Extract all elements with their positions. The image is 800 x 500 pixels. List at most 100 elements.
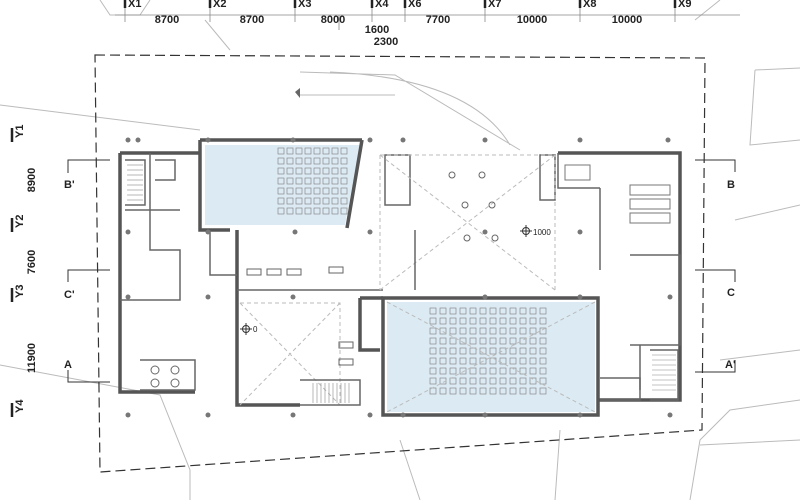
seat: [489, 327, 497, 335]
seat: [449, 327, 457, 335]
seat: [459, 377, 467, 385]
seat: [439, 387, 447, 395]
column: [205, 137, 211, 143]
span-dimension-x: 8700: [155, 14, 179, 26]
seat: [509, 337, 517, 345]
grid-label-y: Y3: [14, 285, 26, 298]
seat: [439, 327, 447, 335]
section-label-c: C: [727, 287, 735, 299]
seat: [313, 207, 321, 215]
seat: [539, 327, 547, 335]
column: [367, 137, 373, 143]
section-label-a: A: [64, 359, 72, 371]
seat: [489, 387, 497, 395]
seat: [295, 147, 303, 155]
table: [286, 268, 302, 276]
column: [135, 137, 141, 143]
column: [125, 412, 131, 418]
seat: [459, 317, 467, 325]
seat: [489, 367, 497, 375]
seat: [469, 337, 477, 345]
seat: [469, 327, 477, 335]
seat: [331, 167, 339, 175]
seat: [331, 197, 339, 205]
seat: [459, 307, 467, 315]
grid-label-x: X3: [298, 0, 311, 10]
desk: [629, 184, 671, 196]
seat: [449, 387, 457, 395]
seat: [529, 307, 537, 315]
seat: [499, 357, 507, 365]
auditorium-seating: [277, 147, 547, 395]
table: [328, 266, 344, 274]
seat: [499, 367, 507, 375]
seat: [449, 337, 457, 345]
column: [665, 137, 671, 143]
seat: [295, 157, 303, 165]
seat: [313, 167, 321, 175]
seat: [322, 147, 330, 155]
column: [367, 412, 373, 418]
seat: [286, 187, 294, 195]
seat: [429, 347, 437, 355]
seat: [340, 147, 348, 155]
seat: [459, 367, 467, 375]
seat: [469, 307, 477, 315]
seat: [529, 317, 537, 325]
seat: [489, 307, 497, 315]
grid-label-x: X2: [213, 0, 226, 10]
seat: [429, 307, 437, 315]
seat: [449, 377, 457, 385]
seat: [439, 347, 447, 355]
seat: [429, 327, 437, 335]
seat: [304, 177, 312, 185]
grid-label-y: Y2: [14, 215, 26, 228]
seat: [539, 317, 547, 325]
seat: [277, 157, 285, 165]
table: [170, 378, 180, 388]
level-marker-upper: 1000: [520, 225, 551, 237]
seat: [331, 147, 339, 155]
column: [290, 294, 296, 300]
table: [246, 268, 262, 276]
seat: [286, 177, 294, 185]
seat: [499, 317, 507, 325]
seat: [286, 197, 294, 205]
seat: [439, 367, 447, 375]
seat: [539, 357, 547, 365]
seat: [509, 307, 517, 315]
seat: [429, 367, 437, 375]
column: [667, 294, 673, 300]
table: [478, 171, 486, 179]
seat: [313, 197, 321, 205]
seat: [277, 167, 285, 175]
seat: [519, 317, 527, 325]
table: [150, 365, 160, 375]
seat: [449, 347, 457, 355]
seat: [429, 317, 437, 325]
column: [482, 412, 488, 418]
seat: [509, 377, 517, 385]
seat: [499, 337, 507, 345]
seat: [340, 187, 348, 195]
seat: [509, 317, 517, 325]
seat: [286, 167, 294, 175]
column: [577, 229, 583, 235]
seat: [304, 147, 312, 155]
seat: [479, 387, 487, 395]
seat: [469, 317, 477, 325]
seat: [469, 387, 477, 395]
seat: [340, 207, 348, 215]
seat: [340, 177, 348, 185]
column: [482, 294, 488, 300]
seat: [313, 187, 321, 195]
seat: [429, 377, 437, 385]
table: [338, 341, 354, 349]
seat: [331, 157, 339, 165]
level-label-lower: 0: [253, 325, 258, 334]
grid-label-x: X7: [488, 0, 501, 10]
span-dimension-x: 10000: [517, 14, 548, 26]
seat: [539, 347, 547, 355]
